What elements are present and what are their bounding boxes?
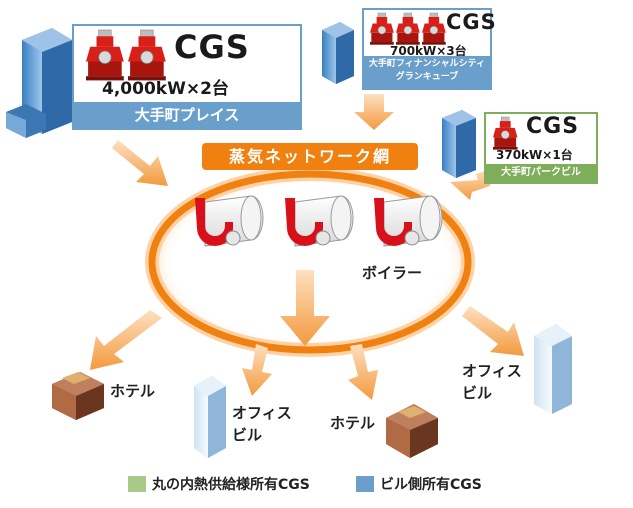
steam-ring: [148, 170, 472, 354]
cgs-generator-icon: [128, 29, 166, 81]
arrow-from-park-building: [450, 168, 494, 200]
cgs-generator-icon: [86, 29, 124, 81]
arrow-main-down: [280, 270, 330, 346]
legend-item-building: ビル側所有CGS: [356, 474, 482, 494]
cgs-card-financial-city: CGS 700kW×3台 大手町フィナンシャルシティ グランキューブ: [362, 8, 496, 90]
arrow-to-hotel-left: [90, 310, 162, 370]
plant-name: 大手町プレイス: [74, 102, 300, 128]
cgs-card-park-building: CGS 370kW×1台 大手町パークビル: [484, 112, 598, 184]
office-center-label-line-2: ビル: [232, 426, 263, 444]
cgs-card-otemachi-place: CGS 4,000kW×2台 大手町プレイス: [72, 24, 302, 130]
arrow-to-office-right: [462, 306, 524, 356]
hotel-center-label: ホテル: [330, 414, 376, 432]
financial-city-tower-icon: [322, 22, 354, 84]
cgs-unit-icon: [370, 12, 446, 45]
cgs-capacity: 4,000kW×2台: [102, 79, 229, 99]
office-right-label-line-2: ビル: [462, 384, 493, 402]
arrow-from-financial-city: [354, 94, 394, 130]
cgs-generator-icon: [370, 12, 394, 45]
arrow-to-office-center: [242, 344, 272, 396]
steam-network-banner: 蒸気ネットワーク網: [202, 143, 418, 170]
cgs-unit-icon: [493, 116, 518, 150]
office-right-label-line-1: オフィス: [462, 362, 522, 380]
cgs-unit-icon: [86, 29, 166, 81]
office-right-label: オフィス ビル: [462, 360, 522, 404]
cgs-title: CGS: [526, 114, 580, 139]
office-right-icon: [534, 324, 572, 414]
legend-label-building: ビル側所有CGS: [380, 477, 482, 493]
boiler-icon: [374, 195, 443, 247]
hotel-left-icon: [52, 372, 104, 420]
plant-name: 大手町パークビル: [486, 164, 596, 182]
boiler-icon: [285, 195, 354, 247]
legend-swatch-building: [356, 476, 374, 492]
office-center-label-line-1: オフィス: [232, 404, 292, 422]
legend-label-marunouchi: 丸の内熱供給様所有CGS: [152, 477, 310, 493]
cgs-title: CGS: [446, 10, 497, 34]
plant-name-line-1: 大手町フィナンシャルシティ: [368, 59, 486, 69]
hotel-left-label: ホテル: [110, 382, 156, 400]
office-center-icon: [194, 376, 226, 458]
office-center-label: オフィス ビル: [232, 402, 292, 446]
plant-name-line-2: グランキューブ: [395, 72, 459, 82]
legend-item-marunouchi: 丸の内熱供給様所有CGS: [128, 474, 310, 494]
boiler-group: [195, 195, 443, 247]
boiler-icon: [195, 195, 264, 247]
hotel-center-icon: [386, 404, 438, 458]
cgs-generator-icon: [396, 12, 420, 45]
cgs-title: CGS: [174, 28, 250, 66]
cgs-generator-icon: [422, 12, 446, 45]
cgs-generator-icon: [493, 116, 518, 150]
arrow-from-otemachi-place: [112, 140, 168, 186]
otemachi-place-tower-icon: [6, 28, 72, 138]
plant-name: 大手町フィナンシャルシティ グランキューブ: [364, 56, 490, 88]
cgs-capacity: 700kW×3台: [390, 44, 467, 58]
park-building-tower-icon: [442, 110, 476, 178]
boiler-label: ボイラー: [362, 264, 423, 282]
legend-swatch-marunouchi: [128, 476, 146, 492]
arrow-to-hotel-center: [348, 344, 378, 400]
cgs-capacity: 370kW×1台: [496, 148, 573, 162]
